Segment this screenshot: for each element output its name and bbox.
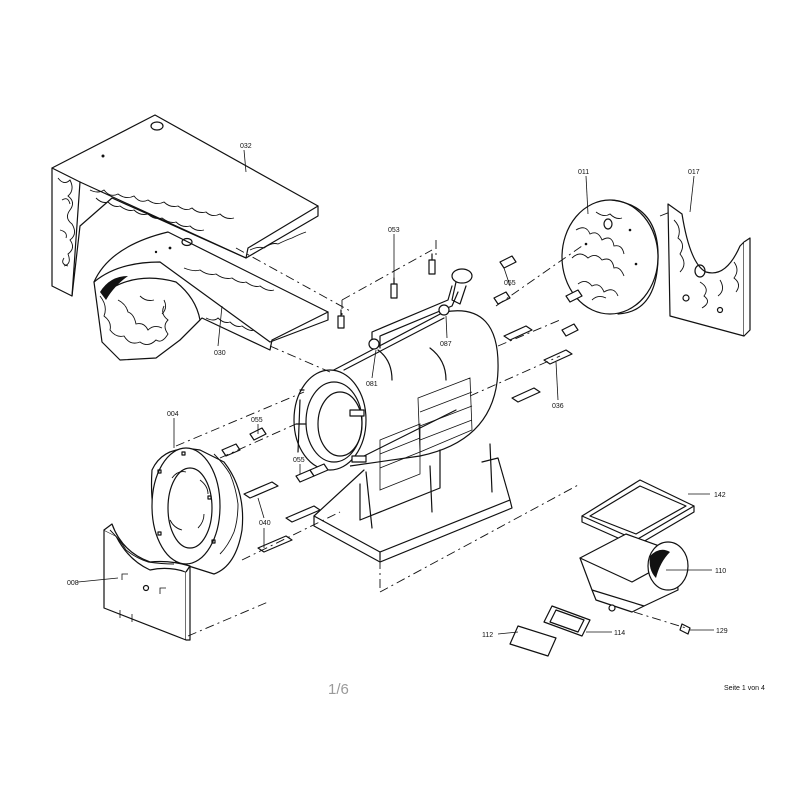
part-142-tray-frame bbox=[581, 479, 695, 547]
part-129-screw bbox=[679, 623, 691, 635]
part-030-lower-cover bbox=[93, 231, 329, 361]
part-004-front-flange bbox=[150, 447, 244, 575]
manifold-pipe bbox=[368, 268, 473, 350]
sensor-053-right bbox=[428, 253, 436, 275]
label-055-mid: 055 bbox=[251, 417, 263, 424]
part-114-gasket bbox=[543, 605, 591, 637]
part-011-rear-plate bbox=[561, 199, 659, 315]
page-footer: Seite 1 von 4 bbox=[724, 685, 765, 692]
part-008-front-panel bbox=[103, 523, 191, 641]
sensor-053-left bbox=[337, 309, 345, 329]
boiler-drum bbox=[293, 310, 499, 471]
part-112-plate bbox=[509, 625, 557, 657]
label-087: 087 bbox=[440, 341, 452, 348]
part-110-burner-housing bbox=[579, 533, 689, 613]
part-032-top-cover bbox=[51, 114, 319, 297]
label-008: 008 bbox=[67, 580, 79, 587]
part-036-clips bbox=[503, 325, 573, 403]
label-055-top: 055 bbox=[504, 280, 516, 287]
label-017: 017 bbox=[688, 169, 700, 176]
part-040-clips bbox=[243, 481, 321, 553]
label-004: 004 bbox=[167, 411, 179, 418]
part-017-rear-panel bbox=[667, 203, 751, 337]
label-129: 129 bbox=[716, 628, 728, 635]
label-055-low: 055 bbox=[293, 457, 305, 464]
label-053: 053 bbox=[388, 227, 400, 234]
part-labels: 032 030 053 055 087 081 011 017 036 004 … bbox=[67, 143, 728, 639]
part-055-studs-left bbox=[221, 427, 329, 483]
label-036: 036 bbox=[552, 403, 564, 410]
label-030: 030 bbox=[214, 350, 226, 357]
label-110: 110 bbox=[715, 568, 726, 575]
part-055-studs-right bbox=[493, 255, 583, 337]
leader-lines bbox=[77, 149, 714, 635]
page-indicator: 1/6 bbox=[328, 681, 349, 698]
label-081: 081 bbox=[366, 381, 378, 388]
assembly-centerlines bbox=[175, 211, 687, 637]
label-011: 011 bbox=[578, 169, 589, 176]
label-032: 032 bbox=[240, 143, 252, 150]
label-112: 112 bbox=[482, 632, 493, 639]
label-040: 040 bbox=[259, 520, 271, 527]
label-142: 142 bbox=[714, 492, 726, 499]
label-114: 114 bbox=[614, 630, 625, 637]
